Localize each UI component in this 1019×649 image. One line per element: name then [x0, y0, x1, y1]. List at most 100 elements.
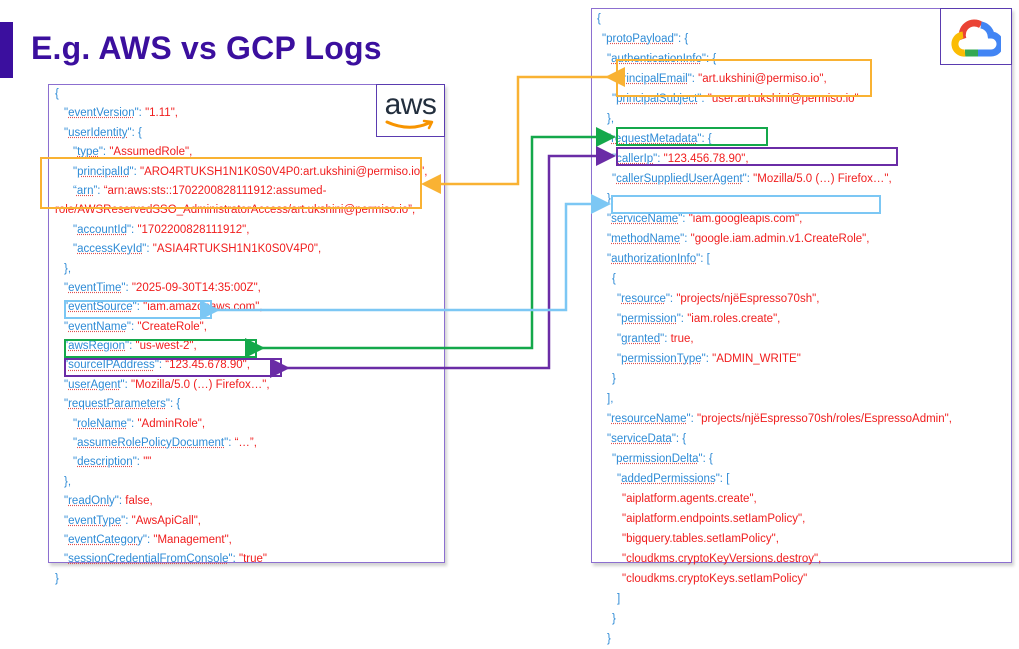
json-colon: ":: [127, 126, 139, 139]
json-value: "ASIA4RTUKSH1N1K0S0V4P0": [152, 243, 318, 256]
json-colon: ":: [701, 53, 713, 65]
json-value: "iam.roles.create": [687, 313, 778, 325]
json-key: assumeRolePolicyDocument: [77, 437, 225, 450]
gcp-json-line: }: [597, 609, 952, 629]
json-key: arn: [76, 184, 94, 197]
json-comma: ,: [201, 417, 206, 430]
json-colon: ":: [676, 313, 688, 325]
google-cloud-icon: [951, 19, 1001, 57]
aws-json-line: "assumeRolePolicyDocument": “…”,: [55, 434, 427, 453]
gcp-json-line: "permissionType": "ADMIN_WRITE": [597, 349, 952, 369]
json-comma: ,: [246, 359, 250, 372]
json-value: "iam.googleapis.com": [688, 213, 800, 225]
json-key: userAgent: [68, 378, 121, 391]
aws-json-line: "accessKeyId": "ASIA4RTUKSH1N1K0S0V4P0",: [55, 240, 427, 259]
aws-json-line: "readOnly": false,: [55, 492, 427, 511]
json-open-bracket: {: [684, 33, 689, 45]
json-value: "AdminRole": [137, 417, 202, 430]
json-key: accessKeyId: [77, 243, 143, 256]
json-quote: ": [73, 146, 78, 159]
json-key: accountId: [77, 223, 127, 236]
json-comma: ,: [745, 153, 749, 165]
json-punctuation: }: [607, 633, 611, 645]
json-colon: ":: [665, 293, 677, 305]
aws-json-line: "accountId": "1702200828111912",: [55, 221, 427, 240]
json-colon: ":: [742, 173, 754, 185]
json-open-bracket: {: [682, 433, 687, 445]
json-comma: ,: [317, 243, 322, 256]
json-colon: ":: [228, 553, 240, 566]
gcp-json-line: "principalEmail": "art.ukshini@permiso.i…: [597, 69, 952, 89]
aws-logo-text: aws: [384, 87, 437, 121]
json-value: "user:art.ukshini@permiso.io": [707, 93, 859, 105]
json-value: “123.45.678.90": [165, 359, 247, 372]
json-value: "2025-09-30T14:35:00Z": [131, 281, 258, 294]
json-quote: ": [617, 293, 622, 305]
json-key: granted: [621, 333, 661, 345]
json-colon: ":: [132, 456, 144, 469]
json-colon: ":: [125, 340, 136, 353]
json-quote: ": [73, 417, 78, 430]
json-quote: ": [612, 453, 617, 465]
json-key: callerIp: [616, 153, 654, 165]
json-open-bracket: {: [712, 53, 717, 65]
json-key: eventVersion: [68, 107, 135, 120]
aws-json-line: "eventTime": "2025-09-30T14:35:00Z",: [55, 279, 427, 298]
json-colon: ”:: [93, 184, 104, 197]
json-quote: “: [73, 184, 77, 197]
gcp-json-line: },: [597, 109, 952, 129]
gcp-log-panel: {"protoPayload": {"authenticationInfo": …: [591, 8, 1012, 645]
json-punctuation: {: [597, 13, 601, 25]
aws-json-line: "awsRegion": "us-west-2",: [55, 337, 427, 356]
json-quote: ": [73, 437, 78, 450]
gcp-json-line: {: [597, 269, 952, 289]
json-value: "Management": [153, 533, 229, 546]
json-quote: ": [607, 413, 612, 425]
json-comma: ,: [197, 514, 201, 527]
gcp-json-line: ],: [597, 389, 952, 409]
json-comma: ,: [424, 165, 428, 178]
json-value: "us-west-2": [135, 340, 194, 353]
json-comma: ,: [888, 173, 892, 185]
json-colon: ":: [686, 413, 697, 425]
json-colon: ":: [142, 533, 154, 546]
json-comma: ,: [174, 107, 178, 120]
json-comma: ,: [189, 146, 193, 159]
json-value: role/AWSReservedSSO_AdministratorAccess/…: [55, 204, 416, 217]
json-quote: ": [73, 165, 78, 178]
json-quote: ": [617, 333, 622, 345]
json-comma: ,: [818, 553, 822, 565]
gcp-json-line: "authenticationInfo": {: [597, 49, 952, 69]
json-value: "aiplatform.endpoints.setIamPolicy": [622, 513, 803, 525]
aws-json-line: "eventVersion": "1.11",: [55, 104, 427, 123]
json-comma: ,: [266, 378, 270, 391]
json-key: principalSubject: [616, 93, 698, 105]
json-open-bracket: {: [138, 126, 142, 139]
json-comma: ,: [253, 437, 257, 450]
json-comma: ,: [799, 213, 803, 225]
json-colon: ":: [114, 495, 126, 508]
json-key: requestParameters: [68, 398, 166, 411]
json-key: serviceName: [611, 213, 679, 225]
json-colon: ":: [98, 146, 110, 159]
json-comma: ,: [866, 233, 870, 245]
json-comma: ,: [690, 333, 694, 345]
json-colon: ":: [132, 301, 144, 314]
json-key: callerSuppliedUserAgent: [616, 173, 743, 185]
gcp-json-line: "serviceName": "iam.googleapis.com",: [597, 209, 952, 229]
json-value: "google.iam.admin.v1.CreateRole": [690, 233, 867, 245]
gcp-log-json: {"protoPayload": {"authenticationInfo": …: [597, 9, 952, 649]
json-key: description: [77, 456, 133, 469]
json-punctuation: ]: [617, 593, 621, 605]
json-punctuation: ],: [607, 393, 614, 405]
aws-log-json: {"eventVersion": "1.11","userIdentity": …: [55, 85, 427, 589]
json-comma: ,: [149, 495, 153, 508]
json-quote: ": [64, 553, 69, 566]
json-quote: ": [617, 473, 622, 485]
gcp-json-line: "resource": "projects/njëEspresso70sh",: [597, 289, 952, 309]
json-quote: ": [64, 378, 69, 391]
json-key: protoPayload: [606, 33, 674, 45]
json-colon: ":: [680, 233, 691, 245]
json-value: "iam.amazonaws.com": [143, 301, 260, 314]
gcp-json-line: "granted": true,: [597, 329, 952, 349]
